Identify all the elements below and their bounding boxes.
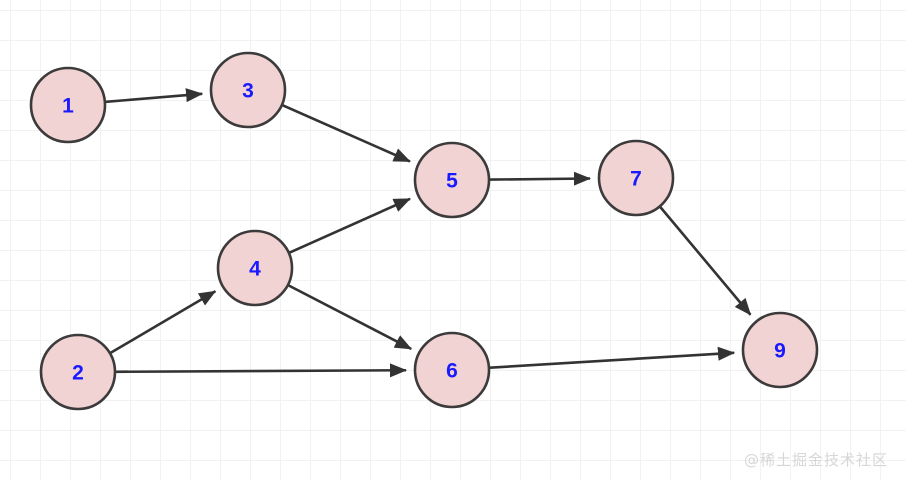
node-2[interactable]: 2 — [39, 333, 117, 411]
node-3[interactable]: 3 — [209, 51, 287, 129]
edge-1-to-3 — [105, 88, 204, 104]
node-label-3: 3 — [242, 80, 254, 103]
edge-2-to-4 — [110, 290, 217, 354]
watermark: @稀土掘金技术社区 — [743, 451, 888, 469]
edge-4-to-5 — [289, 197, 411, 254]
node-label-4: 4 — [249, 258, 261, 281]
node-circle-5[interactable] — [413, 141, 491, 219]
node-label-6: 6 — [446, 360, 458, 383]
nodes-layer: 1 3 5 7 4 2 6 9 — [29, 51, 819, 411]
node-label-1: 1 — [62, 95, 74, 118]
node-label-5: 5 — [446, 170, 458, 193]
node-5[interactable]: 5 — [413, 141, 491, 219]
node-circle-9[interactable] — [741, 311, 819, 389]
node-label-2: 2 — [72, 362, 84, 385]
edge-6-to-9 — [489, 346, 736, 369]
node-label-9: 9 — [774, 340, 786, 363]
node-1[interactable]: 1 — [29, 66, 107, 144]
node-circle-3[interactable] — [209, 51, 287, 129]
edges-layer — [105, 88, 752, 378]
node-circle-4[interactable] — [216, 229, 294, 307]
node-circle-2[interactable] — [39, 333, 117, 411]
node-label-7: 7 — [630, 168, 642, 191]
node-4[interactable]: 4 — [216, 229, 294, 307]
edge-7-to-9 — [659, 206, 752, 316]
edge-4-to-6 — [288, 284, 413, 351]
edge-3-to-5 — [282, 104, 411, 163]
node-6[interactable]: 6 — [413, 331, 491, 409]
node-circle-7[interactable] — [597, 139, 675, 217]
edge-5-to-7 — [489, 171, 592, 186]
node-circle-6[interactable] — [413, 331, 491, 409]
node-7[interactable]: 7 — [597, 139, 675, 217]
edge-2-to-6 — [115, 363, 408, 378]
node-9[interactable]: 9 — [741, 311, 819, 389]
node-circle-1[interactable] — [29, 66, 107, 144]
